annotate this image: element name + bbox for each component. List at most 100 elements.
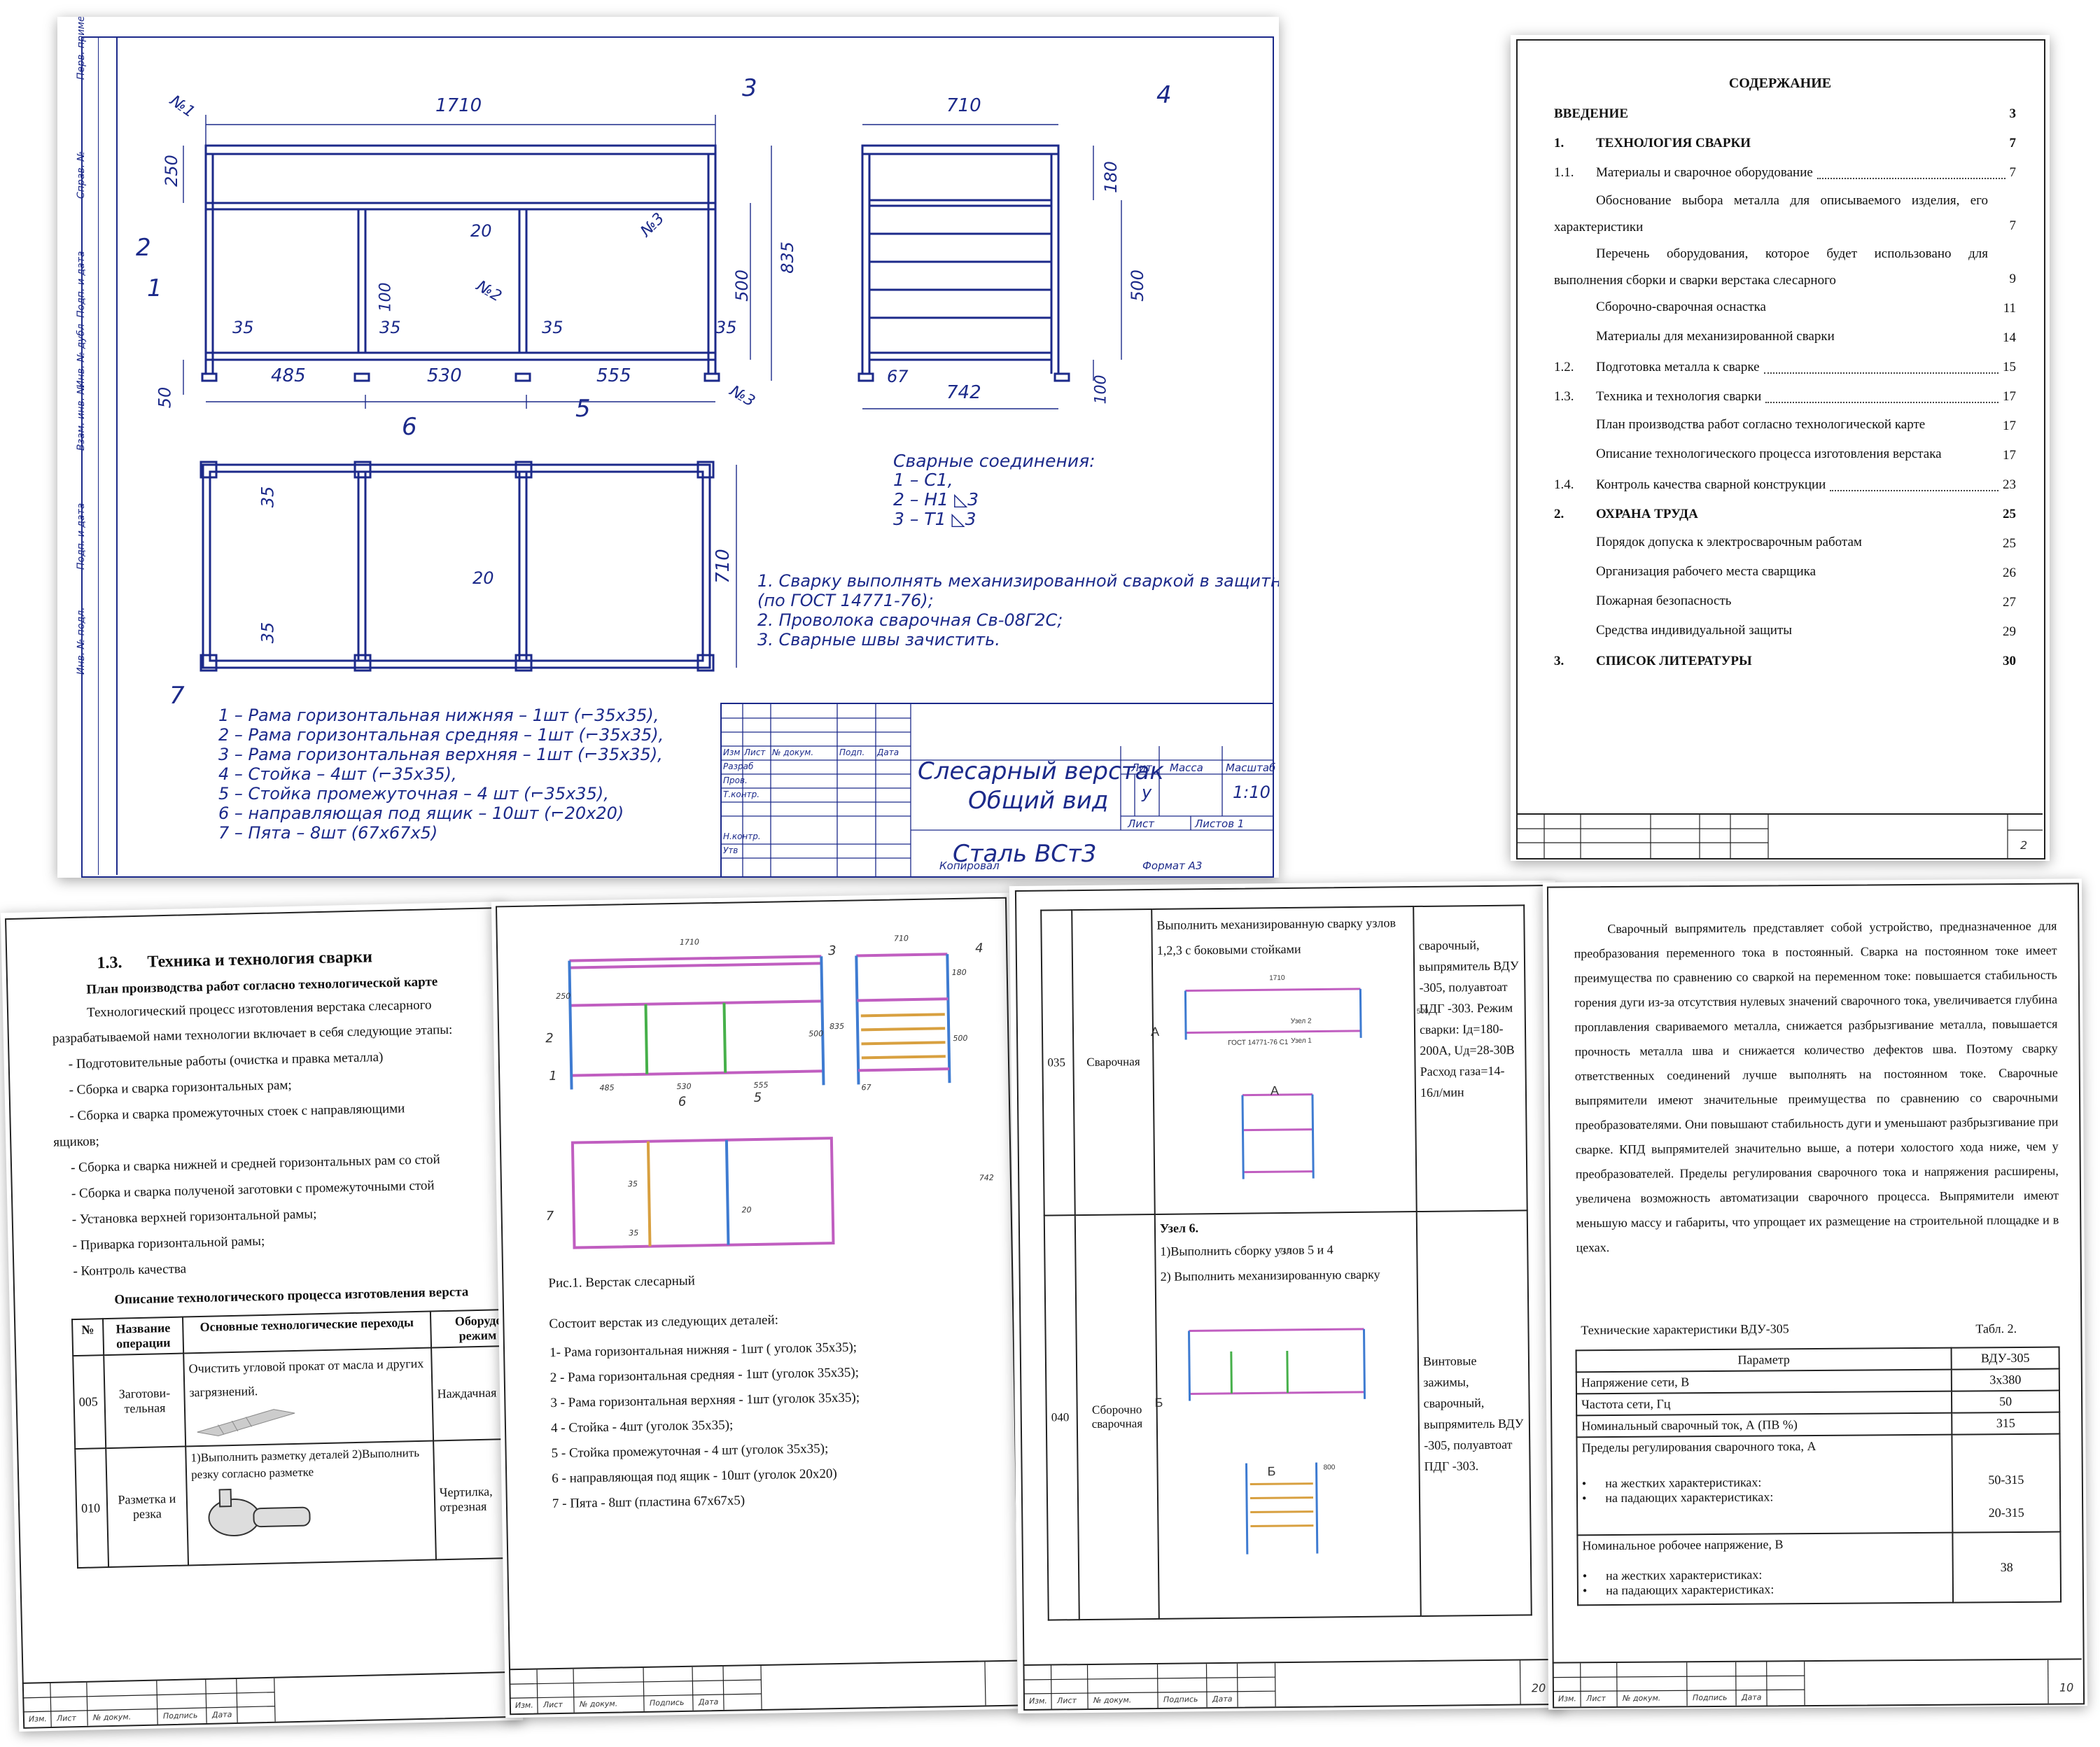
weld-assembly-sketch-1 [1184,988,1362,1179]
toc-item[interactable]: 1.4.Контроль качества сварной конструкци… [1554,470,2016,500]
dim-500-side: 500 [1127,269,1147,302]
figure-dim: 530 [676,1081,692,1091]
sketch-label: Узел 2 [1290,1017,1312,1025]
title-block: Слесарный верстак Общий вид Сталь ВСт3 Л… [720,703,1275,878]
sketch-label: 800 [1323,1464,1336,1472]
figure-dim: 555 [753,1080,769,1090]
toc-item-text: Сборочно-сварочная оснастка [1554,294,1766,323]
dim-710-side: 710 [946,95,981,116]
toc-item-label: ОХРАНА ТРУДА [1596,507,1698,521]
toc-gap [1698,500,2003,529]
figure-dim: 250 [556,991,571,1001]
parts-list: 1 – Рама горизонтальная нижняя – 1шт (⌐3… [218,706,664,843]
toc-item[interactable]: Перечень оборудования, которое будет исп… [1554,241,2016,294]
figure-dim: 35 [629,1228,639,1238]
weld-item: 3 – Т1 ◺3 [893,509,976,529]
figure-dim: 67 [861,1083,872,1093]
toc-item[interactable]: Порядок допуска к электросварочным работ… [1554,529,2016,559]
stamp-cell-label: Изм. [1028,1696,1047,1706]
figure-callout: 5 [753,1090,762,1106]
note-item: 3. Сварные швы зачистить. [757,630,1000,650]
toc-item-page: 26 [2003,566,2016,580]
toc-gap [1628,99,2010,129]
stamp-cell-label: № докум. [92,1712,132,1723]
toc-item-label: ВВЕДЕНИЕ [1554,106,1628,121]
callout-1: 1 [147,274,162,302]
toc-item[interactable]: План производства работ согласно техноло… [1554,412,2016,441]
op-035-eq: сварочный, выпрямитель ВДУ -305, полуавт… [1413,905,1527,1212]
stamp-cell-label: Лист [1586,1694,1606,1704]
toc-item[interactable]: ВВЕДЕНИЕ 3 [1554,99,2016,129]
tech-table: № Название операции Основные технологиче… [71,1308,524,1569]
sketch-label: A [1270,1083,1280,1098]
spec-table-no: Табл. 2. [1975,1321,2017,1336]
toc-item[interactable]: Описание технологического процесса изгот… [1554,441,2016,470]
toc-item-text: 1.3.Техника и технология сварки [1554,382,1761,412]
stamp-cell-label: Дата [698,1697,719,1707]
stamp-cell-label: Лист [56,1713,76,1723]
stamp-label: Пров. [723,776,748,785]
part-item: 5 – Стойка промежуточная – 4 шт (⌐35х35)… [218,784,609,804]
toc-item-page: 7 [2009,136,2017,150]
toc-item-page: 3 [2009,106,2017,121]
stamp-cell-label: Подпись [1163,1695,1198,1704]
toc-item-text: План производства работ согласно техноло… [1554,412,1925,441]
workbench-color-drawing [568,953,951,1249]
weld-title: Сварные соединения: [893,451,1096,471]
workbench-drawing [183,115,1122,672]
hdr-mass: Масса [1170,762,1203,774]
figure-caption: Рис.1. Верстак слесарный [548,1273,695,1291]
weld-item: 1 – С1, [893,470,953,490]
row-005-op: Очистить угловой прокат от масла и други… [188,1356,424,1400]
toc-gap [1752,647,2003,676]
figure-dim: 35 [627,1179,638,1189]
sketch-label: 1710 [1269,974,1285,983]
figure-callout: 1 [549,1068,557,1084]
op-035-num: 035 [1041,910,1075,1216]
sketch-label: ГОСТ 14771-76 С1 [1228,1038,1289,1047]
toc-item-text: 1.1.Материалы и сварочное оборудование [1554,158,1813,188]
toc-item-label: Подготовка металла к сварке [1596,360,1760,374]
note-item: 1. Сварку выполнять механизированной сва… [757,571,1279,591]
toc-item-num: 3. [1554,654,1564,668]
toc-item-page: 27 [2003,595,2016,610]
stamp-cell-label: Подпись [162,1711,198,1721]
toc-dots [1765,382,1998,403]
stamp-label: Подп. [839,748,865,757]
toc-item-text: Материалы для механизированной сварки [1554,323,1835,353]
dim-35-b: 35 [379,318,401,337]
side-stamp [81,36,118,875]
spec-freq: Частота сети, Гц [1576,1391,1952,1416]
stamp-cell-label: № докум. [1093,1695,1132,1705]
callout-6: 6 [402,413,417,441]
toc-gap [1988,241,2010,294]
spec-current-val: 315 [1952,1412,2060,1435]
toc-dots [1763,353,1998,374]
toc-item-num: 1. [1554,136,1564,150]
toc-item[interactable]: Обоснование выбора металла для описываем… [1554,188,2016,241]
spec-table-title: Технические характеристики ВДУ-305 [1581,1321,1789,1338]
op-035-desc-cell: Выполнить механизированную сварку узлов … [1152,906,1417,1214]
th-name: Название операции [103,1317,184,1356]
dim-742: 742 [946,382,981,403]
toc-item-label: Обоснование выбора металла для описываем… [1554,193,1988,234]
note-item: (по ГОСТ 14771-76); [757,591,934,610]
th-num: № [72,1319,104,1356]
toc-gap [1751,129,2009,158]
dim-180: 180 [1100,161,1121,193]
